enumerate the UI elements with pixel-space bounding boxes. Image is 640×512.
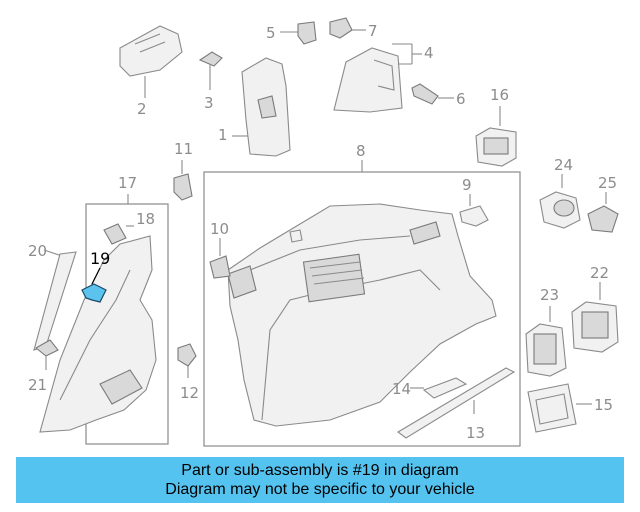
- callout-22: 22: [590, 264, 609, 282]
- callout-11: 11: [174, 140, 193, 158]
- callout-10: 10: [210, 220, 229, 238]
- part-1: [232, 57, 291, 157]
- part-6: [411, 83, 454, 105]
- callout-17: 17: [118, 174, 137, 192]
- callout-25: 25: [598, 174, 617, 192]
- part-25: [587, 205, 619, 233]
- part-16: [475, 127, 517, 167]
- part-13: [397, 367, 516, 439]
- callout-13: 13: [466, 424, 485, 442]
- part-4: [333, 43, 422, 113]
- callout-4: 4: [424, 44, 434, 62]
- callout-16: 16: [490, 86, 509, 104]
- part-22: [571, 301, 619, 353]
- part-23: [525, 323, 567, 377]
- callout-5: 5: [266, 24, 276, 42]
- callout-6: 6: [456, 90, 466, 108]
- part-19: [81, 283, 107, 303]
- callout-23: 23: [540, 286, 559, 304]
- part-15: [527, 383, 577, 433]
- part-24: [539, 191, 581, 229]
- callout-18: 18: [136, 210, 155, 228]
- part-3: [198, 51, 223, 90]
- part-12: [177, 343, 197, 367]
- part-18: [103, 223, 127, 245]
- callout-7: 7: [368, 22, 378, 40]
- info-banner: Part or sub-assembly is #19 in diagram D…: [16, 457, 624, 503]
- callout-3: 3: [204, 94, 214, 112]
- part-7: [329, 17, 353, 39]
- part-2: [119, 25, 183, 98]
- part-9: [459, 205, 489, 227]
- part-5: [297, 21, 317, 45]
- callout-21: 21: [28, 376, 47, 394]
- part-10: [209, 255, 231, 279]
- part-11: [173, 173, 193, 201]
- callout-9: 9: [462, 176, 472, 194]
- part-14: [422, 377, 468, 399]
- callout-8: 8: [356, 142, 366, 160]
- callout-12: 12: [180, 384, 199, 402]
- callout-19: 19: [90, 249, 110, 268]
- part-21: [35, 339, 59, 357]
- callout-24: 24: [554, 156, 573, 174]
- callout-1: 1: [218, 126, 228, 144]
- banner-line-2: Diagram may not be specific to your vehi…: [165, 481, 475, 498]
- callout-14: 14: [392, 380, 411, 398]
- callout-2: 2: [137, 100, 147, 118]
- banner-line-1: Part or sub-assembly is #19 in diagram: [181, 462, 459, 479]
- callout-15: 15: [594, 396, 613, 414]
- parts-diagram: 2 3 1 5 7 4 6 16 8: [28, 17, 619, 447]
- callout-20: 20: [28, 242, 47, 260]
- part-8: [227, 203, 497, 427]
- part-8-box: [203, 171, 521, 447]
